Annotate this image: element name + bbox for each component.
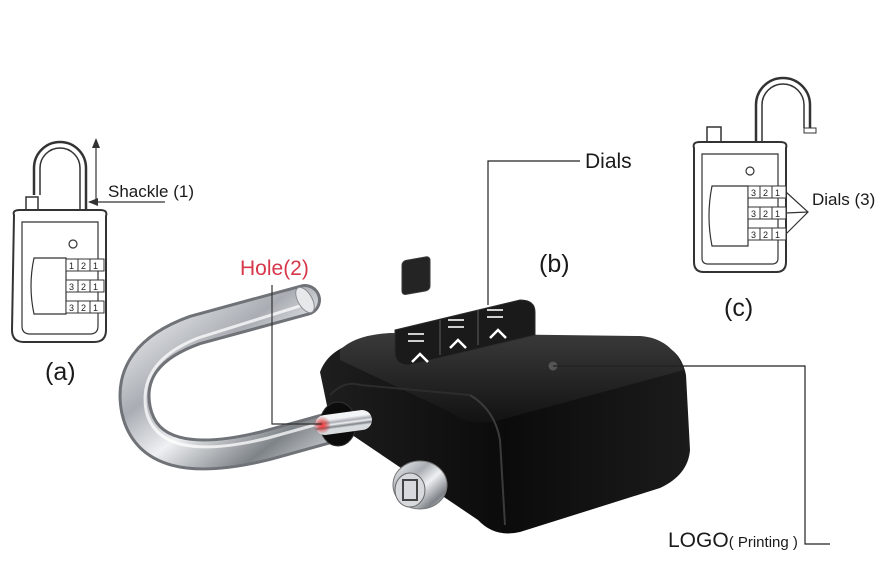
printing-label: ( Printing ) — [728, 534, 798, 551]
dials-c: 3 2 1 3 2 1 3 2 1 — [747, 185, 787, 241]
dials-3-label: Dials (3) — [812, 190, 876, 209]
dial-digit: 2 — [763, 188, 768, 198]
dials-bracket-c — [785, 191, 809, 235]
dial-digit: 3 — [751, 230, 756, 240]
dial-digit: 1 — [69, 261, 74, 271]
dial-digit: 2 — [763, 209, 768, 219]
dials-callout-line — [487, 160, 580, 305]
figure-b-label: (b) — [539, 250, 570, 278]
shackle-c — [754, 76, 812, 145]
dial-digit: 1 — [775, 209, 780, 219]
small-lock-a: 1 2 1 3 2 1 3 2 1 — [10, 138, 165, 343]
small-lock-c: 3 2 1 3 2 1 3 2 1 — [692, 76, 817, 273]
dial-digit: 2 — [81, 282, 86, 292]
hole-label: Hole(2) — [240, 257, 309, 280]
dial-digit: 3 — [69, 282, 74, 292]
logo-printing-label: LOGO( Printing ) — [668, 530, 798, 551]
dial-digit: 1 — [93, 303, 98, 313]
dial-digit: 2 — [81, 261, 86, 271]
dial-digit: 1 — [775, 230, 780, 240]
shackle-a — [32, 140, 88, 215]
dials-label: Dials — [585, 150, 632, 173]
dial-digit: 1 — [93, 261, 98, 271]
main-shackle — [121, 287, 353, 468]
dials-a: 1 2 1 3 2 1 3 2 1 — [65, 258, 105, 314]
main-lock-b — [118, 256, 690, 534]
shackle-label: Shackle (1) — [108, 182, 194, 201]
dial-digit: 1 — [93, 282, 98, 292]
dial-digit: 3 — [751, 209, 756, 219]
dial-digit: 1 — [775, 188, 780, 198]
dial-digit: 3 — [751, 188, 756, 198]
callout-lines — [271, 160, 830, 545]
hole-callout-line — [271, 285, 322, 425]
body-a — [10, 209, 108, 343]
keyhole-cylinder — [392, 460, 448, 510]
hole-marker — [313, 416, 331, 434]
dial-digit: 2 — [763, 230, 768, 240]
logo-callout-line — [553, 365, 830, 545]
logo-label: LOGO — [668, 529, 729, 552]
figure-a-label: (a) — [45, 358, 76, 386]
dial-digit: 3 — [69, 303, 74, 313]
main-dials — [394, 256, 536, 366]
figure-c-label: (c) — [724, 294, 754, 322]
dial-digit: 2 — [81, 303, 86, 313]
